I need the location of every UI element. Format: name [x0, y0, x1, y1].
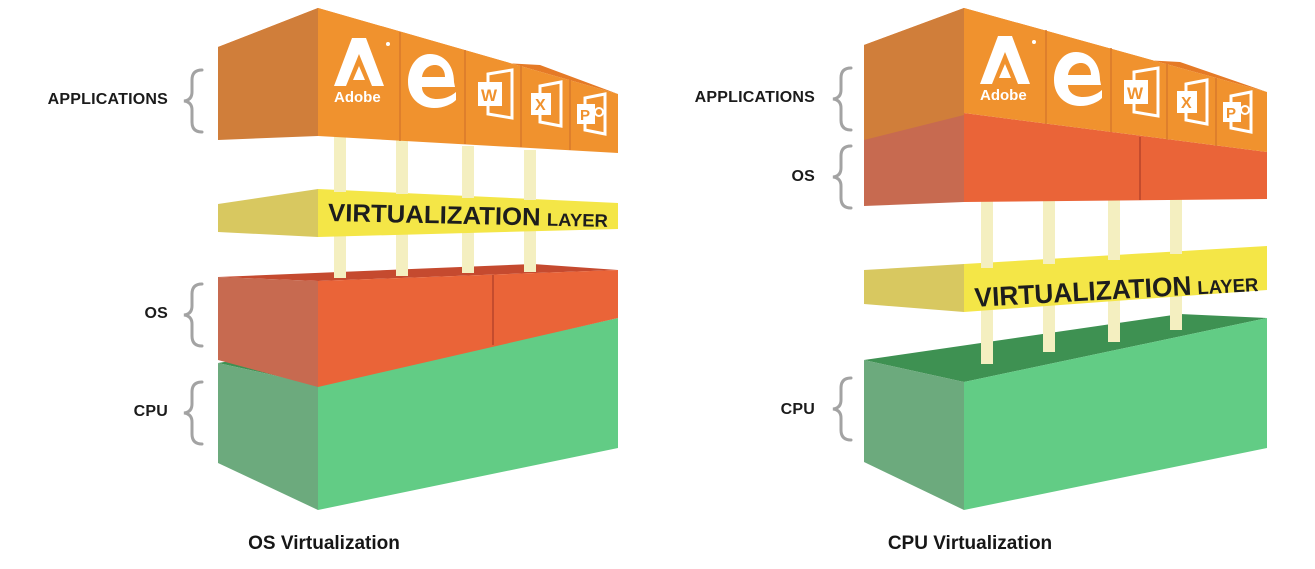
applications-block — [864, 8, 1267, 152]
virtualization-layer-front — [318, 189, 618, 237]
brace-applications — [183, 68, 204, 134]
post — [462, 226, 474, 273]
lower-connector-posts — [334, 226, 536, 278]
right-os-label: OS — [791, 168, 815, 185]
os-block — [218, 264, 618, 387]
adobe-icon: Adobe — [980, 36, 1036, 104]
svg-text:Adobe: Adobe — [980, 87, 1027, 104]
cpu-virtualization-diagram: VIRTUALIZATIONLAYER — [832, 8, 1267, 510]
post — [1108, 200, 1120, 260]
virtualization-layer-front — [964, 246, 1267, 312]
excel-icon: X — [531, 80, 563, 128]
left-caption: OS Virtualization — [248, 533, 400, 554]
word-icon: W — [1124, 66, 1160, 118]
post — [1043, 200, 1055, 264]
post — [334, 228, 346, 278]
applications-block-side — [218, 8, 318, 140]
svg-text:W: W — [481, 86, 498, 105]
edge-icon — [1054, 52, 1102, 106]
powerpoint-icon: P — [577, 92, 607, 136]
applications-block-front — [964, 8, 1267, 152]
post — [524, 150, 536, 200]
os-block-side — [864, 113, 964, 206]
upper-connector-posts — [981, 198, 1182, 268]
svg-text:W: W — [1127, 84, 1144, 103]
applications-block — [218, 8, 618, 153]
svg-text:X: X — [1181, 95, 1192, 112]
excel-icon: X — [1177, 78, 1209, 126]
brace-os — [183, 282, 204, 348]
post — [524, 226, 536, 272]
os-block-front — [318, 270, 618, 387]
os-block — [864, 113, 1267, 206]
cpu-block-front — [964, 318, 1267, 510]
post — [981, 300, 993, 364]
word-icon: W — [478, 68, 514, 120]
brace-cpu — [183, 380, 204, 446]
post — [396, 140, 408, 194]
post — [1043, 296, 1055, 352]
right-applications-label: APPLICATIONS — [694, 89, 815, 106]
applications-block-front — [318, 8, 618, 153]
os-block-front — [964, 113, 1267, 202]
svg-text:P: P — [1226, 105, 1236, 122]
adobe-icon: Adobe — [334, 38, 390, 106]
lower-connector-posts — [981, 292, 1182, 364]
svg-text:X: X — [535, 97, 546, 114]
cpu-block — [864, 314, 1267, 510]
post — [1108, 294, 1120, 342]
os-block-top — [218, 264, 618, 281]
post — [462, 146, 474, 198]
cpu-block-side — [864, 360, 964, 510]
os-block-side — [218, 277, 318, 387]
right-caption: CPU Virtualization — [887, 533, 1053, 554]
virtualization-layer-side — [218, 189, 318, 237]
post — [334, 134, 346, 192]
post — [1170, 292, 1182, 330]
post — [396, 228, 408, 276]
left-os-label: OS — [144, 305, 168, 322]
upper-connector-posts — [334, 134, 536, 200]
powerpoint-icon: P — [1223, 90, 1253, 134]
right-cpu-label: CPU — [780, 401, 815, 418]
cpu-block-side — [218, 363, 318, 510]
brace-cpu — [832, 376, 853, 442]
left-applications-label: APPLICATIONS — [47, 91, 168, 108]
applications-block-side — [864, 8, 964, 140]
virtualization-layer-side — [864, 264, 964, 312]
brace-applications — [832, 66, 853, 132]
brace-os — [832, 144, 853, 210]
post — [981, 200, 993, 268]
virtualization-layer: VIRTUALIZATIONLAYER — [864, 246, 1267, 313]
svg-text:P: P — [580, 107, 590, 124]
edge-icon — [408, 54, 456, 108]
cpu-block-top — [864, 314, 1267, 382]
cpu-block-front — [318, 318, 618, 510]
svg-text:Adobe: Adobe — [334, 89, 381, 106]
post — [1170, 198, 1182, 254]
left-cpu-label: CPU — [133, 403, 168, 420]
